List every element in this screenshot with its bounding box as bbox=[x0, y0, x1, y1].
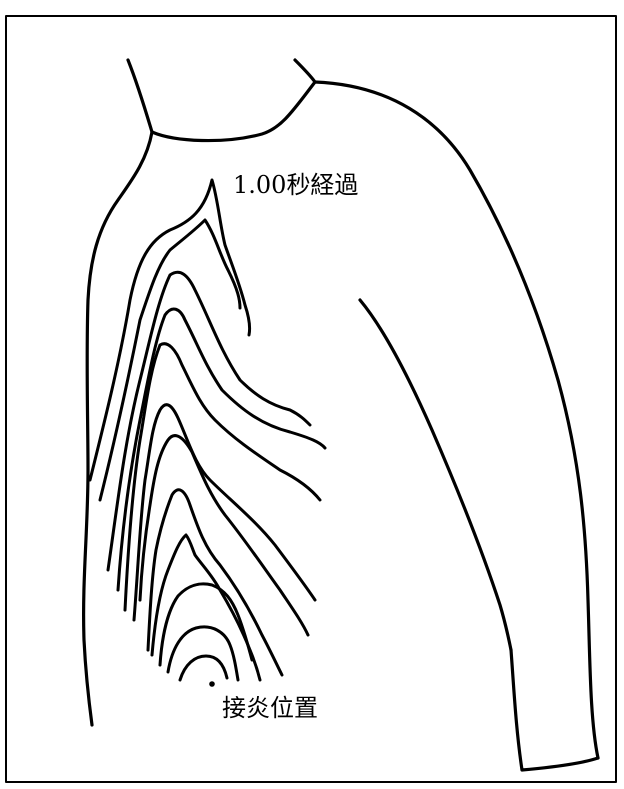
flame-front-7 bbox=[140, 436, 308, 635]
neck-left-line bbox=[128, 60, 152, 132]
flame-front-1 bbox=[90, 180, 250, 480]
ignition-point-dot bbox=[209, 681, 215, 687]
collar-line bbox=[152, 82, 315, 141]
flame-front-12 bbox=[180, 656, 227, 680]
flame-front-11 bbox=[168, 627, 238, 680]
ignition-point-label: 接炎位置 bbox=[222, 696, 318, 720]
arm-bottom-line bbox=[511, 650, 598, 770]
flame-front-9 bbox=[152, 535, 260, 680]
elapsed-time-label: 1.00秒経過 bbox=[233, 173, 358, 197]
flame-front-2 bbox=[100, 220, 240, 500]
neck-right-line bbox=[295, 60, 315, 82]
inner-arm-line bbox=[360, 300, 511, 650]
frame-border bbox=[6, 16, 616, 782]
